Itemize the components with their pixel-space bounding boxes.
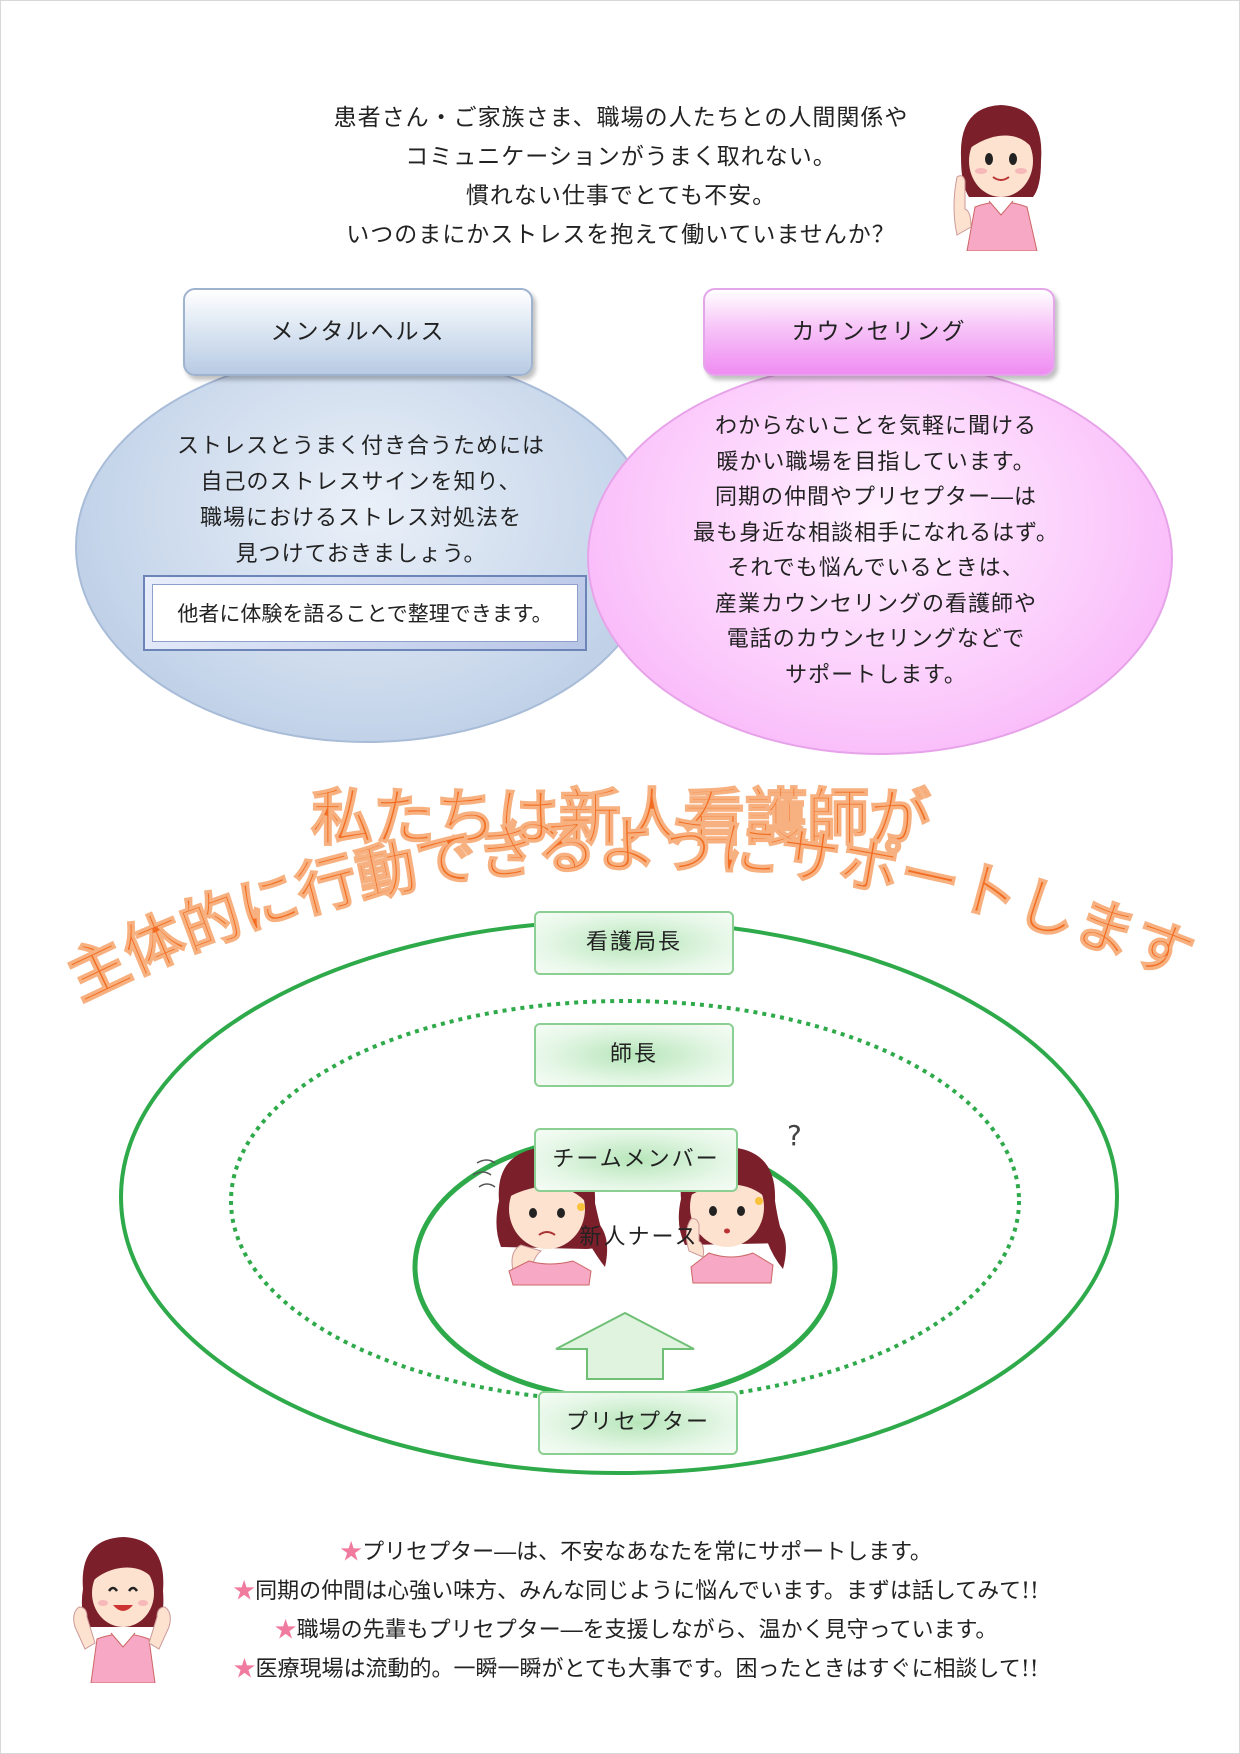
counseling-line: 電話のカウンセリングなどで	[726, 627, 1026, 652]
star-icon: ★	[340, 1540, 363, 1565]
experience-box-text: 他者に体験を語ることで整理できます。	[152, 584, 578, 642]
nurse-pointing-illustration	[953, 105, 1042, 251]
cheering-nurse-illustration	[73, 1537, 171, 1683]
advice-item: ★同期の仲間は心強い味方、みんな同じように悩んでいます。まずは話してみて!!	[131, 1572, 1141, 1611]
intro-line: 患者さん・ご家族さま、職場の人たちとの人間関係や	[333, 105, 909, 131]
experience-box: 他者に体験を語ることで整理できます。	[143, 575, 587, 651]
mental-health-line: ストレスとうまく付き合うためには	[176, 434, 545, 459]
advice-text: 同期の仲間は心強い味方、みんな同じように悩んでいます。まずは話してみて!!	[255, 1579, 1039, 1604]
question-mark-icon: ?	[787, 1119, 802, 1152]
counseling-line: 産業カウンセリングの看護師や	[714, 591, 1037, 617]
intro-line: いつのまにかストレスを抱えて働いていませんか？	[346, 222, 896, 248]
head-nurse-box: 看護局長	[534, 911, 734, 975]
mental-health-line: 職場におけるストレス対処法を	[199, 506, 522, 531]
mental-health-title: メンタルヘルス	[183, 288, 533, 376]
counseling-line: 最も身近な相談相手になれるはず。	[693, 520, 1059, 546]
advice-list: ★プリセプター―は、不安なあなたを常にサポートします。 ★同期の仲間は心強い味方…	[131, 1533, 1141, 1689]
preceptor-box: プリセプター	[538, 1391, 738, 1455]
counseling-line: わからないことを気軽に聞ける	[714, 414, 1037, 439]
counseling-line: それでも悩んでいるときは、	[727, 556, 1025, 581]
slogan-line-1: 私たちは新人看護師が	[311, 781, 931, 854]
intro-text: 患者さん・ご家族さま、職場の人たちとの人間関係や コミュニケーションがうまく取れ…	[261, 99, 981, 255]
counseling-line: 暖かい職場を目指しています。	[716, 449, 1036, 475]
star-icon: ★	[233, 1579, 256, 1604]
mental-health-text: ストレスとうまく付き合うためには 自己のストレスサインを知り、 職場におけるスト…	[151, 429, 571, 573]
team-member-box: チームメンバー	[534, 1128, 738, 1192]
mental-health-line: 自己のストレスサインを知り、	[200, 470, 522, 495]
advice-item: ★医療現場は流動的。一瞬一瞬がとても大事です。困ったときはすぐに相談して!!	[131, 1650, 1141, 1689]
slogan: 私たちは新人看護師が 主体的に行動できるようにサポートします	[56, 780, 1203, 1011]
counseling-text: わからないことを気軽に聞ける 暖かい職場を目指しています。 同期の仲間やプリセプ…	[661, 409, 1091, 693]
advice-item: ★職場の先輩もプリセプター―を支援しながら、温かく見守っています。	[131, 1611, 1141, 1650]
new-nurse-label: 新人ナース	[579, 1225, 699, 1250]
advice-text: 医療現場は流動的。一瞬一瞬がとても大事です。困ったときはすぐに相談して!!	[255, 1657, 1039, 1682]
star-icon: ★	[233, 1657, 256, 1682]
counseling-line: 同期の仲間やプリセプター―は	[714, 485, 1037, 510]
advice-text: プリセプター―は、不安なあなたを常にサポートします。	[362, 1540, 932, 1565]
mental-health-line: 見つけておきましょう。	[235, 542, 487, 567]
up-arrow-icon	[555, 1311, 695, 1380]
advice-item: ★プリセプター―は、不安なあなたを常にサポートします。	[131, 1533, 1141, 1572]
star-icon: ★	[274, 1618, 297, 1643]
intro-line: コミュニケーションがうまく取れない。	[405, 144, 837, 170]
counseling-line: サポートします。	[785, 662, 967, 688]
counseling-title: カウンセリング	[703, 288, 1055, 376]
advice-text: 職場の先輩もプリセプター―を支援しながら、温かく見守っています。	[296, 1618, 998, 1643]
counseling-bubble	[587, 361, 1173, 755]
intro-line: 慣れない仕事でとても不安。	[465, 183, 777, 209]
chief-nurse-box: 師長	[534, 1023, 734, 1087]
